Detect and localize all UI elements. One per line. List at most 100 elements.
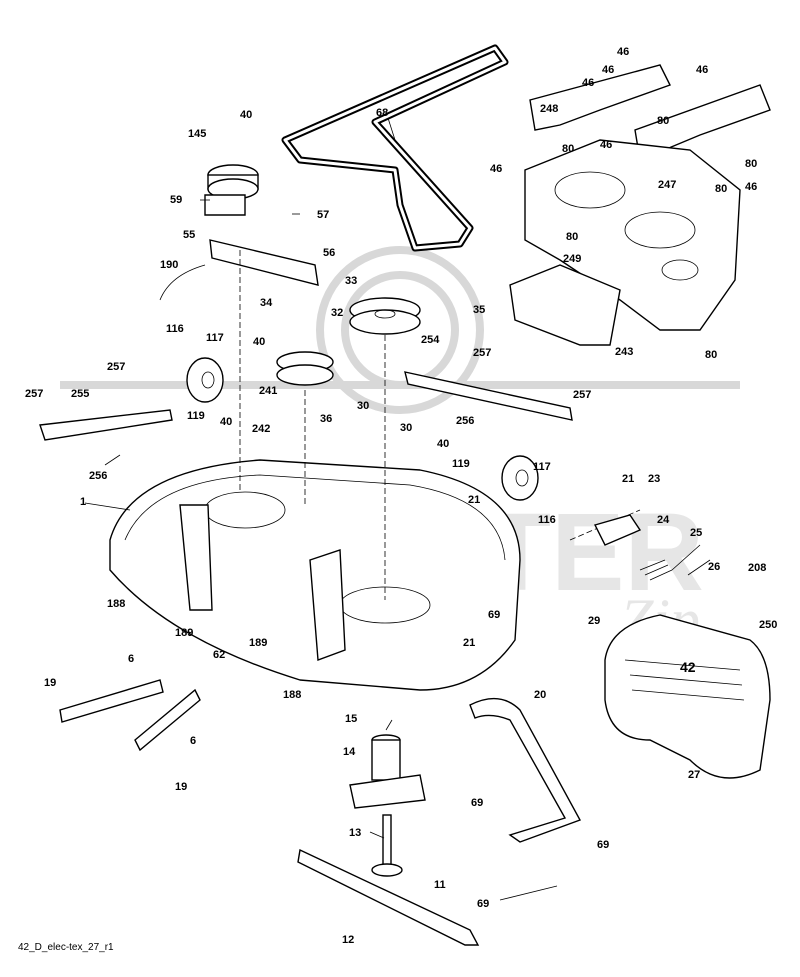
part-label: 145 bbox=[188, 128, 206, 140]
lift-link-6-upper bbox=[59, 679, 164, 723]
part-label: 119 bbox=[187, 410, 205, 422]
part-label: 20 bbox=[534, 689, 546, 701]
bracket-23 bbox=[593, 514, 642, 546]
part-label: 32 bbox=[331, 307, 343, 319]
spring-25 bbox=[639, 544, 701, 581]
part-label: 80 bbox=[562, 143, 574, 155]
part-label: 119 bbox=[452, 458, 470, 470]
part-label: 46 bbox=[582, 77, 594, 89]
part-label: 11 bbox=[434, 879, 446, 891]
idler-pulley-145 bbox=[159, 164, 319, 301]
part-label: 15 bbox=[345, 713, 357, 725]
part-label: 117 bbox=[533, 461, 551, 473]
part-label: 242 bbox=[252, 423, 270, 435]
part-label: 69 bbox=[477, 898, 489, 910]
part-label: 255 bbox=[71, 388, 89, 400]
part-label: 254 bbox=[421, 334, 440, 346]
part-label: 250 bbox=[759, 619, 777, 631]
part-label: 116 bbox=[538, 514, 556, 526]
part-label: 80 bbox=[657, 115, 669, 127]
discharge-deflector: 42 bbox=[604, 614, 771, 779]
part-label: 46 bbox=[617, 46, 629, 58]
support-arm-20 bbox=[469, 697, 582, 843]
part-label: 69 bbox=[597, 839, 609, 851]
part-label: 25 bbox=[690, 527, 702, 539]
part-label: 257 bbox=[107, 361, 125, 373]
part-label: 188 bbox=[107, 598, 125, 610]
part-label: 80 bbox=[566, 231, 578, 243]
gauge-wheel-left bbox=[186, 357, 224, 403]
part-label: 35 bbox=[473, 304, 485, 316]
part-label: 68 bbox=[376, 107, 388, 119]
part-label: 190 bbox=[160, 259, 178, 271]
drive-belt bbox=[281, 44, 509, 252]
part-label: 46 bbox=[600, 139, 612, 151]
part-label: 80 bbox=[705, 349, 717, 361]
part-label: 40 bbox=[240, 109, 252, 121]
part-label: 80 bbox=[715, 183, 727, 195]
part-label: 40 bbox=[437, 438, 449, 450]
part-label: 257 bbox=[573, 389, 591, 401]
part-label: 46 bbox=[490, 163, 502, 175]
part-label: 69 bbox=[488, 609, 500, 621]
deflector-logo-text: 42 bbox=[680, 659, 696, 675]
mower-deck-housing bbox=[109, 459, 521, 691]
part-label: 243 bbox=[615, 346, 633, 358]
part-label: 256 bbox=[456, 415, 474, 427]
part-label: 29 bbox=[588, 615, 600, 627]
part-label: 40 bbox=[253, 336, 265, 348]
part-label: 189 bbox=[175, 627, 193, 639]
pulley-32 bbox=[349, 297, 421, 335]
part-label: 30 bbox=[400, 422, 412, 434]
part-label: 24 bbox=[657, 514, 670, 526]
part-label: 80 bbox=[745, 158, 757, 170]
part-label: 59 bbox=[170, 194, 182, 206]
part-label: 46 bbox=[745, 181, 757, 193]
part-label: 189 bbox=[249, 637, 267, 649]
part-label: 57 bbox=[317, 209, 329, 221]
part-label: 23 bbox=[648, 473, 660, 485]
part-label: 257 bbox=[473, 347, 491, 359]
part-label: 208 bbox=[748, 562, 766, 574]
part-label: 257 bbox=[25, 388, 43, 400]
part-label: 26 bbox=[708, 561, 720, 573]
part-label: 19 bbox=[175, 781, 187, 793]
part-label: 6 bbox=[128, 653, 134, 665]
part-label: 46 bbox=[602, 64, 614, 76]
part-label: 55 bbox=[183, 229, 195, 241]
part-label: 36 bbox=[320, 413, 332, 425]
part-label: 248 bbox=[540, 103, 558, 115]
part-label: 6 bbox=[190, 735, 196, 747]
part-label: 241 bbox=[259, 385, 277, 397]
leader-lines bbox=[84, 117, 711, 901]
part-label: 27 bbox=[688, 769, 700, 781]
part-label: 12 bbox=[342, 934, 354, 946]
pulley-36 bbox=[276, 351, 334, 386]
part-label: 34 bbox=[260, 297, 273, 309]
wheel-bracket-255 bbox=[39, 409, 173, 441]
part-label: 249 bbox=[563, 253, 581, 265]
spindle-assembly bbox=[349, 734, 426, 877]
part-label: 69 bbox=[471, 797, 483, 809]
lift-link-6-lower bbox=[134, 688, 201, 752]
part-label: 256 bbox=[89, 470, 107, 482]
part-label: 56 bbox=[323, 247, 335, 259]
part-label: 117 bbox=[206, 332, 224, 344]
part-label: 116 bbox=[166, 323, 184, 335]
part-label: 14 bbox=[343, 746, 356, 758]
gauge-wheel-right bbox=[501, 455, 539, 501]
part-label: 1 bbox=[80, 496, 86, 508]
part-label: 247 bbox=[658, 179, 676, 191]
diagram-caption: 42_D_elec-tex_27_r1 bbox=[18, 942, 114, 953]
belt-cover-assembly bbox=[509, 64, 771, 346]
part-label: 21 bbox=[468, 494, 480, 506]
part-label: 62 bbox=[213, 649, 225, 661]
part-label: 13 bbox=[349, 827, 361, 839]
part-labels: 68 46 46 46 46 46 46 46 248 80 80 80 80 … bbox=[25, 46, 777, 946]
part-label: 46 bbox=[696, 64, 708, 76]
part-label: 188 bbox=[283, 689, 301, 701]
part-label: 21 bbox=[622, 473, 634, 485]
cutting-blade bbox=[297, 848, 480, 946]
part-label: 21 bbox=[463, 637, 475, 649]
